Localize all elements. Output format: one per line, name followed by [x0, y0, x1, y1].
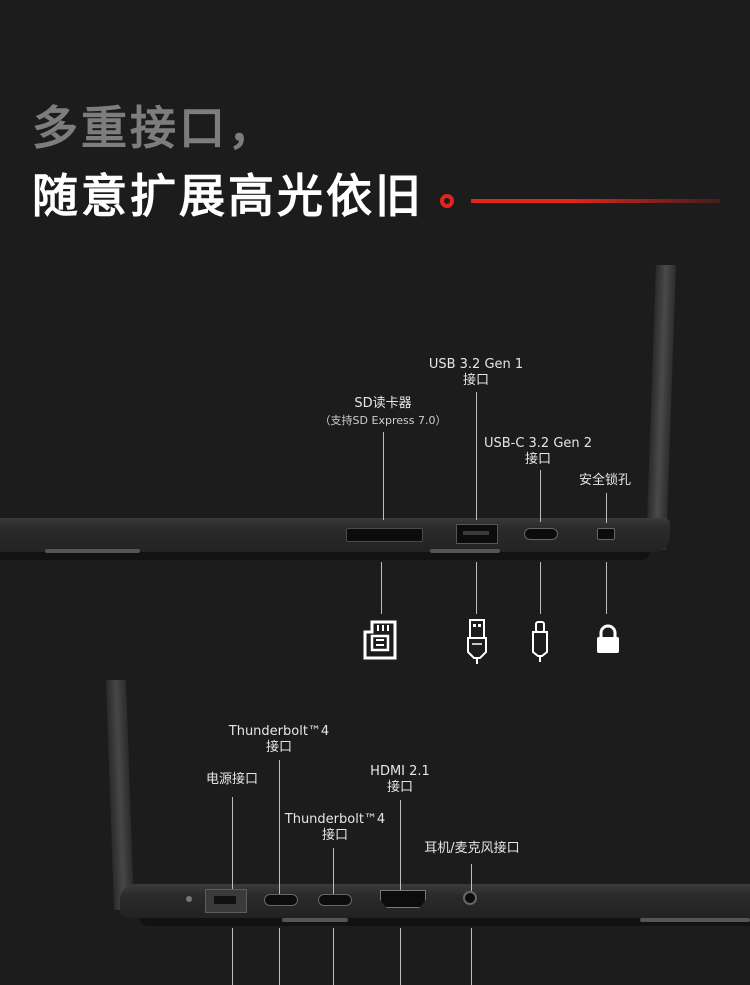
- headline-line-1: 多重接口，: [32, 101, 277, 155]
- usb-a-label-line1: USB 3.2 Gen 1: [428, 357, 524, 372]
- usb-c-label-line1: USB-C 3.2 Gen 2: [483, 436, 593, 451]
- rubber-foot: [640, 918, 750, 922]
- leader-line: [279, 928, 280, 985]
- sd-card-icon: [363, 620, 397, 660]
- laptop-base-underside: [140, 918, 750, 926]
- leader-line: [606, 493, 607, 523]
- thunderbolt-port: [264, 894, 298, 906]
- headline-line-2: 随意扩展高光依旧: [32, 169, 424, 223]
- hdmi-port: [380, 890, 426, 908]
- laptop-lid: [646, 265, 676, 550]
- sd-label-line2: （支持SD Express 7.0）: [319, 414, 447, 427]
- thunderbolt-label-b-line2: 接口: [321, 828, 348, 843]
- thunderbolt-label-b-line1: Thunderbolt™4: [284, 812, 386, 827]
- accent-line: [471, 199, 720, 203]
- usb-c-plug-icon: [532, 621, 548, 662]
- leader-line: [232, 797, 233, 889]
- rubber-foot: [430, 549, 500, 553]
- security-lock-slot: [597, 528, 615, 540]
- accent-dot: [440, 194, 454, 208]
- leader-line: [471, 864, 472, 891]
- power-port: [205, 889, 247, 913]
- power-label: 电源接口: [196, 772, 268, 788]
- sd-card-slot: [346, 528, 423, 542]
- leader-line: [400, 928, 401, 985]
- hdmi-label-line1: HDMI 2.1: [370, 764, 430, 779]
- rubber-foot: [45, 549, 140, 553]
- hdmi-label: HDMI 2.1 接口: [358, 764, 442, 796]
- rubber-foot: [282, 918, 348, 922]
- hdmi-label-line2: 接口: [386, 780, 413, 795]
- audio-jack: [463, 891, 477, 905]
- usb-c-port: [524, 528, 558, 540]
- leader-line: [606, 562, 607, 614]
- thunderbolt-label-a-line2: 接口: [265, 740, 292, 755]
- laptop-base: [0, 518, 670, 552]
- power-label-line1: 电源接口: [205, 772, 258, 787]
- padlock-icon: [597, 624, 619, 653]
- usb-c-label: USB-C 3.2 Gen 2 接口: [478, 436, 598, 468]
- sd-label-line1: SD读卡器: [354, 396, 412, 411]
- lock-label-line1: 安全锁孔: [578, 473, 631, 488]
- leader-line: [279, 760, 280, 894]
- leader-line: [381, 562, 382, 614]
- status-led: [186, 896, 192, 902]
- usb-a-plug-icon: [467, 619, 487, 664]
- usb-a-label: USB 3.2 Gen 1 接口: [416, 357, 536, 389]
- leader-line: [333, 848, 334, 894]
- leader-line: [400, 800, 401, 890]
- usb-a-label-line2: 接口: [462, 373, 489, 388]
- leader-line: [471, 928, 472, 985]
- audio-label: 耳机/麦克风接口: [410, 841, 534, 857]
- thunderbolt-port: [318, 894, 352, 906]
- usb-c-label-line2: 接口: [524, 452, 551, 467]
- laptop-base-underside: [0, 552, 650, 560]
- leader-line: [476, 392, 477, 520]
- lock-label: 安全锁孔: [570, 473, 640, 489]
- thunderbolt-label-a-line1: Thunderbolt™4: [228, 724, 330, 739]
- sd-label: SD读卡器 （支持SD Express 7.0）: [313, 396, 453, 428]
- audio-label-line1: 耳机/麦克风接口: [424, 841, 520, 856]
- laptop-lid: [105, 680, 135, 910]
- thunderbolt-label-b: Thunderbolt™4 接口: [271, 812, 399, 844]
- leader-line: [540, 562, 541, 614]
- usb-a-port: [456, 524, 498, 544]
- leader-line: [476, 562, 477, 614]
- leader-line: [333, 928, 334, 985]
- thunderbolt-label-a: Thunderbolt™4 接口: [215, 724, 343, 756]
- leader-line: [540, 470, 541, 522]
- leader-line: [383, 432, 384, 520]
- leader-line: [232, 928, 233, 985]
